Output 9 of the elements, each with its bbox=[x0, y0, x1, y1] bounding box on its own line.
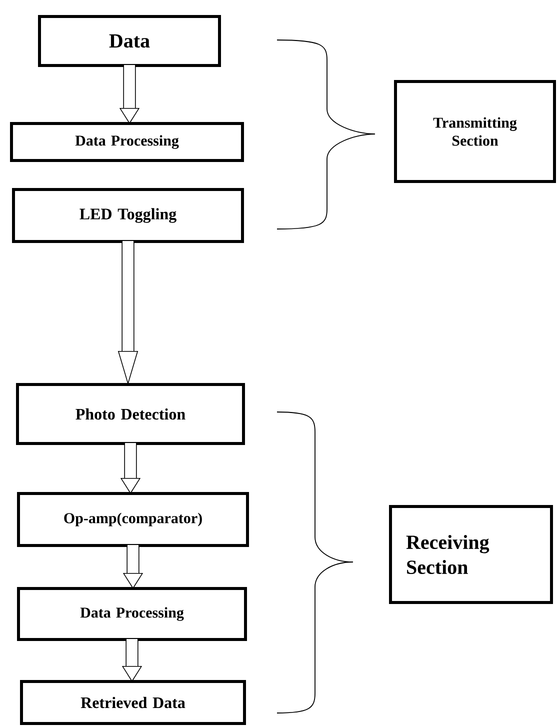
process-box: LED Toggling bbox=[12, 188, 244, 243]
section-box: Receiving Section bbox=[389, 505, 553, 604]
section-box: Transmitting Section bbox=[394, 80, 556, 183]
process-box: Data bbox=[38, 15, 221, 67]
process-box: Photo Detection bbox=[16, 383, 245, 445]
process-box: Retrieved Data bbox=[20, 680, 246, 725]
process-box: Data Processing bbox=[17, 587, 247, 641]
process-box: Data Processing bbox=[10, 122, 244, 162]
process-box: Op-amp(comparator) bbox=[17, 492, 249, 547]
